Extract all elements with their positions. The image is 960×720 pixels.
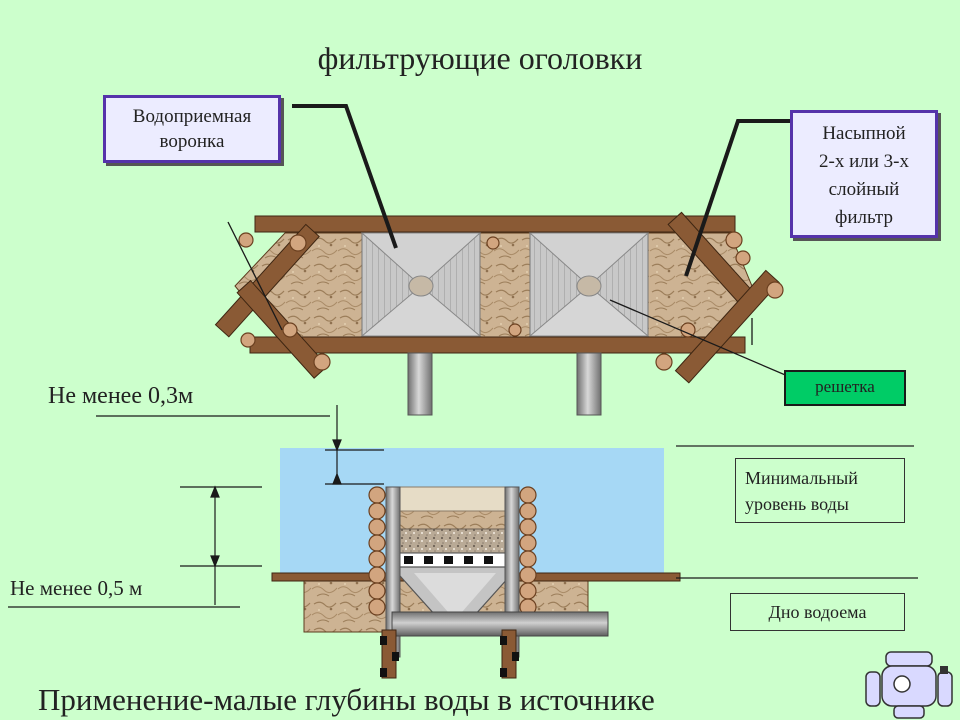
label-bulk-filter-line4: фильтр — [835, 207, 893, 228]
label-bulk-filter-line1: Насыпной — [822, 123, 906, 144]
filter-head-top — [214, 211, 784, 416]
cross-section — [271, 445, 914, 679]
label-min-depth-bottom: Не менее 0,5 м — [10, 576, 143, 600]
label-bulk-filter-line3: слойный — [828, 179, 900, 200]
label-bulk-filter-line2: 2-х или 3-х — [819, 151, 909, 172]
leader-lines — [227, 104, 791, 378]
label-intake-funnel-line2: воронка — [159, 131, 225, 152]
label-min-water-level-line2: уровень воды — [745, 494, 849, 514]
page-title: фильтрующие оголовки — [317, 40, 643, 76]
label-min-water-level: Минимальный уровень воды — [735, 458, 905, 523]
label-min-water-level-line1: Минимальный — [745, 468, 858, 488]
intake-funnel-left — [360, 232, 482, 337]
dimension-lines — [8, 405, 918, 608]
label-intake-funnel: Водоприемная воронка — [103, 95, 281, 163]
robot-icon[interactable] — [862, 648, 958, 720]
intake-funnel-right — [528, 232, 650, 337]
label-min-depth-top: Не менее 0,3м — [48, 383, 194, 409]
label-intake-funnel-line1: Водоприемная — [132, 106, 252, 127]
label-bulk-filter: Насыпной 2-х или 3-х слойный фильтр — [790, 110, 938, 238]
label-reservoir-bottom: Дно водоема — [730, 593, 905, 631]
label-grate: решетка — [784, 370, 906, 406]
page-caption: Применение-малые глубины воды в источник… — [38, 682, 655, 717]
